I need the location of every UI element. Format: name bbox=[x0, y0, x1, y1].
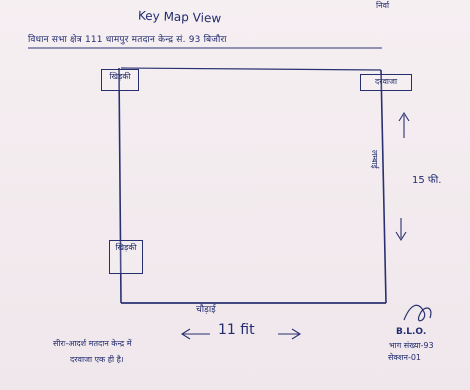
length-label: लम्बाई bbox=[370, 150, 379, 169]
door-label: दरवाजा bbox=[360, 74, 412, 91]
map-title: Key Map View bbox=[137, 8, 222, 26]
width-label: चौड़ाई bbox=[196, 305, 216, 315]
arrow-left-head bbox=[180, 328, 191, 340]
signature-scribble bbox=[403, 304, 432, 322]
arrow-right-head bbox=[291, 328, 302, 340]
note-line-1: सीरः-आदर्श मतदान केन्द्र में bbox=[53, 339, 132, 348]
arrow-up-head bbox=[398, 111, 410, 122]
arrow-down-head bbox=[395, 231, 407, 242]
window-top-label: खिड़की bbox=[101, 69, 139, 91]
constituency-header: विधान सभा क्षेत्र 111 धामपुर मतदान केन्द… bbox=[28, 35, 227, 45]
section-number: सेक्शन-01 bbox=[388, 353, 422, 362]
room-right-wall bbox=[380, 69, 387, 304]
top-corner-text: निर्वा bbox=[376, 1, 390, 10]
room-top-wall bbox=[120, 67, 382, 71]
window-bottom-label: खिड़की bbox=[109, 240, 143, 274]
part-number: भाग संख्या-93 bbox=[389, 341, 434, 350]
blo-label: B.L.O. bbox=[396, 327, 427, 337]
length-measure: 15 फी. bbox=[412, 175, 442, 186]
note-line-2: दरवाजा एक ही है। bbox=[70, 355, 124, 364]
width-measure: 11 fit bbox=[218, 322, 255, 338]
room-left-wall bbox=[118, 67, 122, 304]
